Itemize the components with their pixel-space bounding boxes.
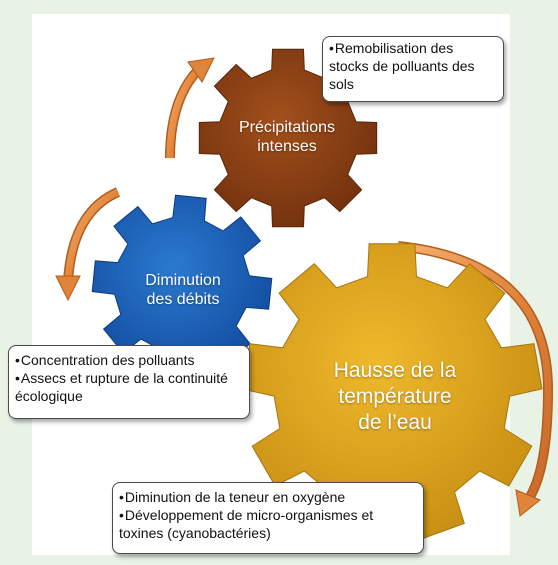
- gear-label-line: Hausse de la: [333, 359, 457, 382]
- gear-label-line: température: [338, 384, 452, 408]
- gear-label-line: intenses: [257, 138, 317, 156]
- callout-item: Diminution de la teneur en oxygène: [119, 489, 415, 507]
- callout-hausse: Diminution de la teneur en oxygène Dével…: [112, 482, 424, 554]
- gear-label-line: des débits: [146, 291, 220, 309]
- gear-label-hausse: Hausse de la température de l’eau: [310, 358, 480, 435]
- gear-label-diminution: Diminution des débits: [118, 271, 248, 309]
- gear-label-precipitations: Précipitations intenses: [222, 118, 352, 156]
- gear-label-line: Diminution: [145, 272, 221, 289]
- callout-precipitations: Remobilisation des stocks de polluants d…: [322, 36, 504, 102]
- callout-item: Remobilisation des stocks de polluants d…: [329, 40, 495, 94]
- callout-item: Concentration des polluants: [15, 352, 241, 370]
- callout-item: Développement de micro-organismes et tox…: [119, 507, 415, 543]
- callout-diminution: Concentration des polluants Assecs et ru…: [8, 345, 250, 419]
- gear-label-line: Précipitations: [238, 119, 336, 136]
- arrow-right: [397, 241, 554, 517]
- arrow-top: [165, 57, 215, 159]
- arrow-left: [55, 187, 121, 302]
- callout-item: Assecs et rupture de la continuité écolo…: [15, 370, 241, 406]
- gear-label-line: de l’eau: [358, 410, 432, 434]
